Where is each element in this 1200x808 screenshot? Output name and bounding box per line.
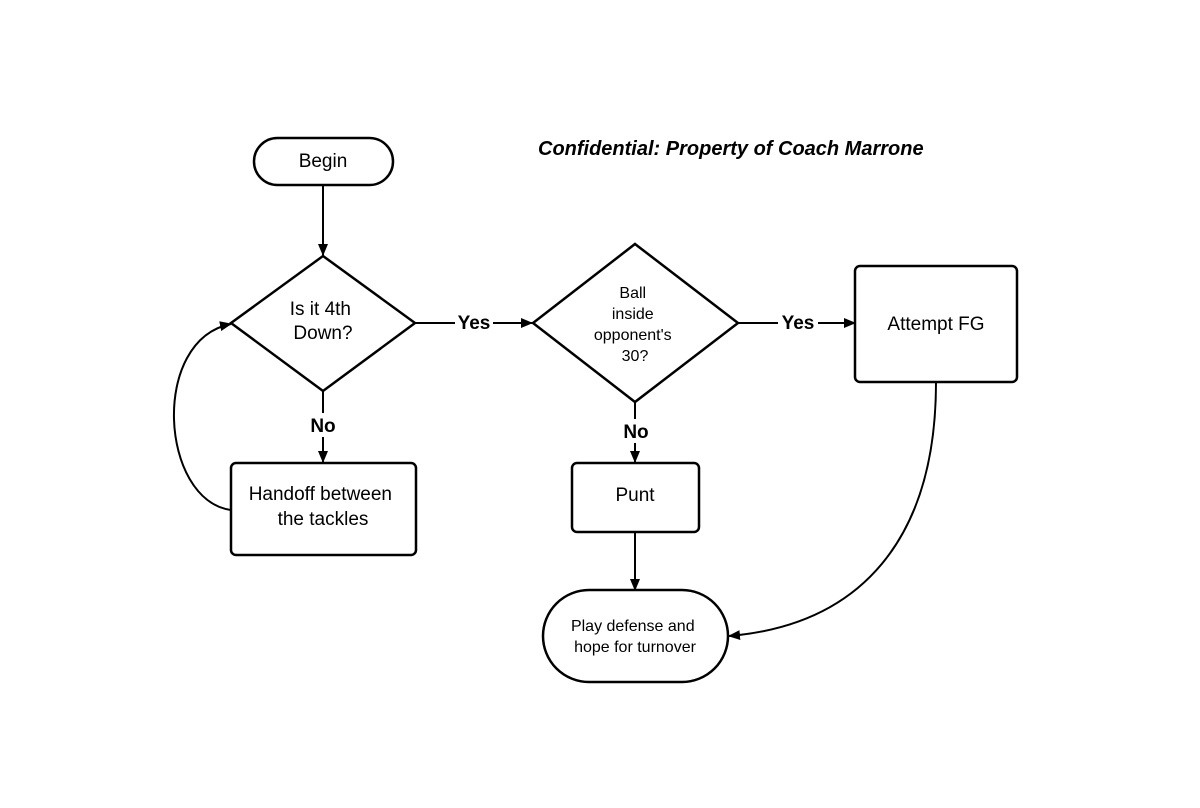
node-play-defense: Play defense and hope for turnover [541,588,730,684]
node-handoff: Handoff between the tackles [229,461,418,557]
decision-shape [228,254,418,393]
edge-labels: Yes No Yes No [305,310,818,443]
edge-label-fourth-down-yes: Yes [458,313,491,334]
node-handoff-label: Handoff between the tackles [249,484,398,530]
edge-label-inside-30-yes: Yes [782,313,815,334]
edge-label-fourth-down-no: No [310,416,335,437]
edges [173,185,937,641]
edge-handoff-loop-back [173,321,232,511]
node-begin: Begin [252,136,395,187]
process-shape [229,461,418,557]
node-attempt-fg: Attempt FG [853,264,1019,384]
process-shape [570,461,701,534]
node-fourth-down-label: Is it 4th Down? [290,299,357,344]
node-attempt-fg-label: Attempt FG [887,314,984,335]
node-inside-30-label: Ball inside opponent's 30? [594,285,676,365]
edge-fg-to-defense [728,381,937,641]
decision-shape [530,242,741,404]
node-inside-30: Ball inside opponent's 30? [530,242,741,404]
node-punt: Punt [570,461,701,534]
edge-label-inside-30-no: No [623,422,648,443]
terminal-shape [252,136,395,187]
node-fourth-down: Is it 4th Down? [228,254,418,393]
confidential-note: Confidential: Property of Coach Marrone [538,138,924,160]
node-begin-label: Begin [299,151,348,172]
process-shape [853,264,1019,384]
node-play-defense-label: Play defense and hope for turnover [571,618,699,656]
node-punt-label: Punt [615,485,655,506]
terminal-shape [541,588,730,684]
